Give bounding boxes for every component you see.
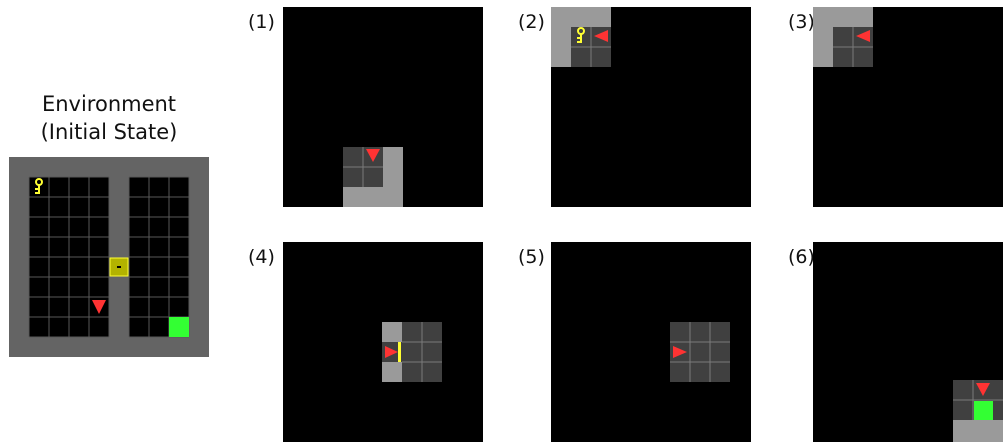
key-tooth (35, 188, 38, 190)
panel-label-6: (6) (788, 246, 815, 268)
panel-6-observation (813, 242, 1003, 442)
agent-icon (856, 30, 870, 42)
door-icon (398, 342, 401, 362)
panel-label-4: (4) (248, 246, 275, 268)
environment-title: Environment (Initial State) (0, 90, 218, 146)
environment-title-line1: Environment (41, 92, 177, 116)
agent-icon (594, 30, 608, 42)
panel-1-observation (283, 7, 483, 207)
panel-2-observation (551, 7, 751, 207)
agent-icon (92, 300, 106, 314)
key-icon (35, 178, 43, 194)
key-icon (577, 27, 585, 43)
panel-label-1: (1) (248, 11, 275, 33)
panel-5-observation (551, 242, 751, 442)
door-handle (117, 266, 121, 268)
panel-3-observation (813, 7, 1003, 207)
agent-icon (673, 346, 687, 358)
panel-label-5: (5) (518, 246, 545, 268)
environment-title-line2: (Initial State) (40, 120, 178, 144)
panel-label-2: (2) (518, 11, 545, 33)
panel-label-3: (3) (788, 11, 815, 33)
goal-icon (974, 401, 993, 420)
visible-wall-block (383, 147, 403, 187)
panel-4-observation (283, 242, 483, 442)
key-shaft (38, 185, 40, 194)
key-tooth (35, 192, 38, 194)
environment-grid (9, 157, 209, 357)
goal-icon (169, 317, 189, 337)
agent-icon (366, 149, 380, 162)
agent-icon (385, 346, 398, 358)
agent-icon (976, 383, 990, 396)
